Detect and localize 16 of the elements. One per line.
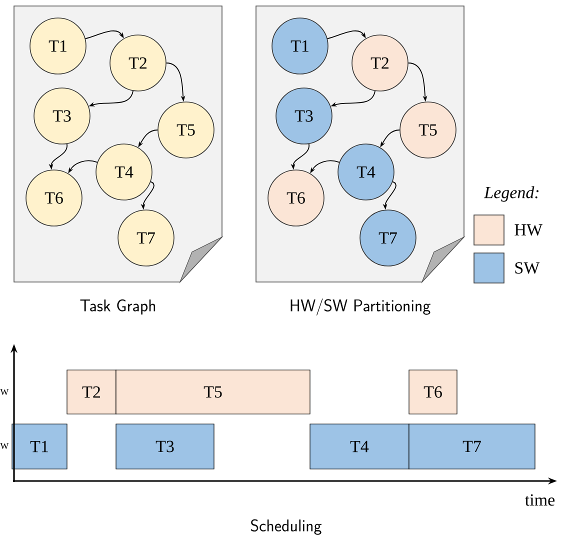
schedule-bar: T1 xyxy=(12,424,68,470)
legend-title: Legend: xyxy=(484,186,538,202)
caption: Scheduling xyxy=(250,519,322,535)
schedule-bar: T7 xyxy=(408,424,536,470)
schedule-bar: T6 xyxy=(408,370,458,414)
legend-label: SW xyxy=(515,262,540,274)
schedule-bar: T3 xyxy=(116,424,214,470)
row-label: W xyxy=(0,388,9,396)
schedule-bar: T2 xyxy=(66,370,116,414)
arrow xyxy=(326,30,366,40)
node-label: HW/SW Partitioning xyxy=(290,298,430,316)
schedule-bar: T4 xyxy=(310,424,410,470)
node-label: Task Graph xyxy=(80,299,156,315)
legend-label: HW xyxy=(514,224,542,236)
arrow xyxy=(84,30,124,40)
axis-label: time xyxy=(525,494,555,506)
